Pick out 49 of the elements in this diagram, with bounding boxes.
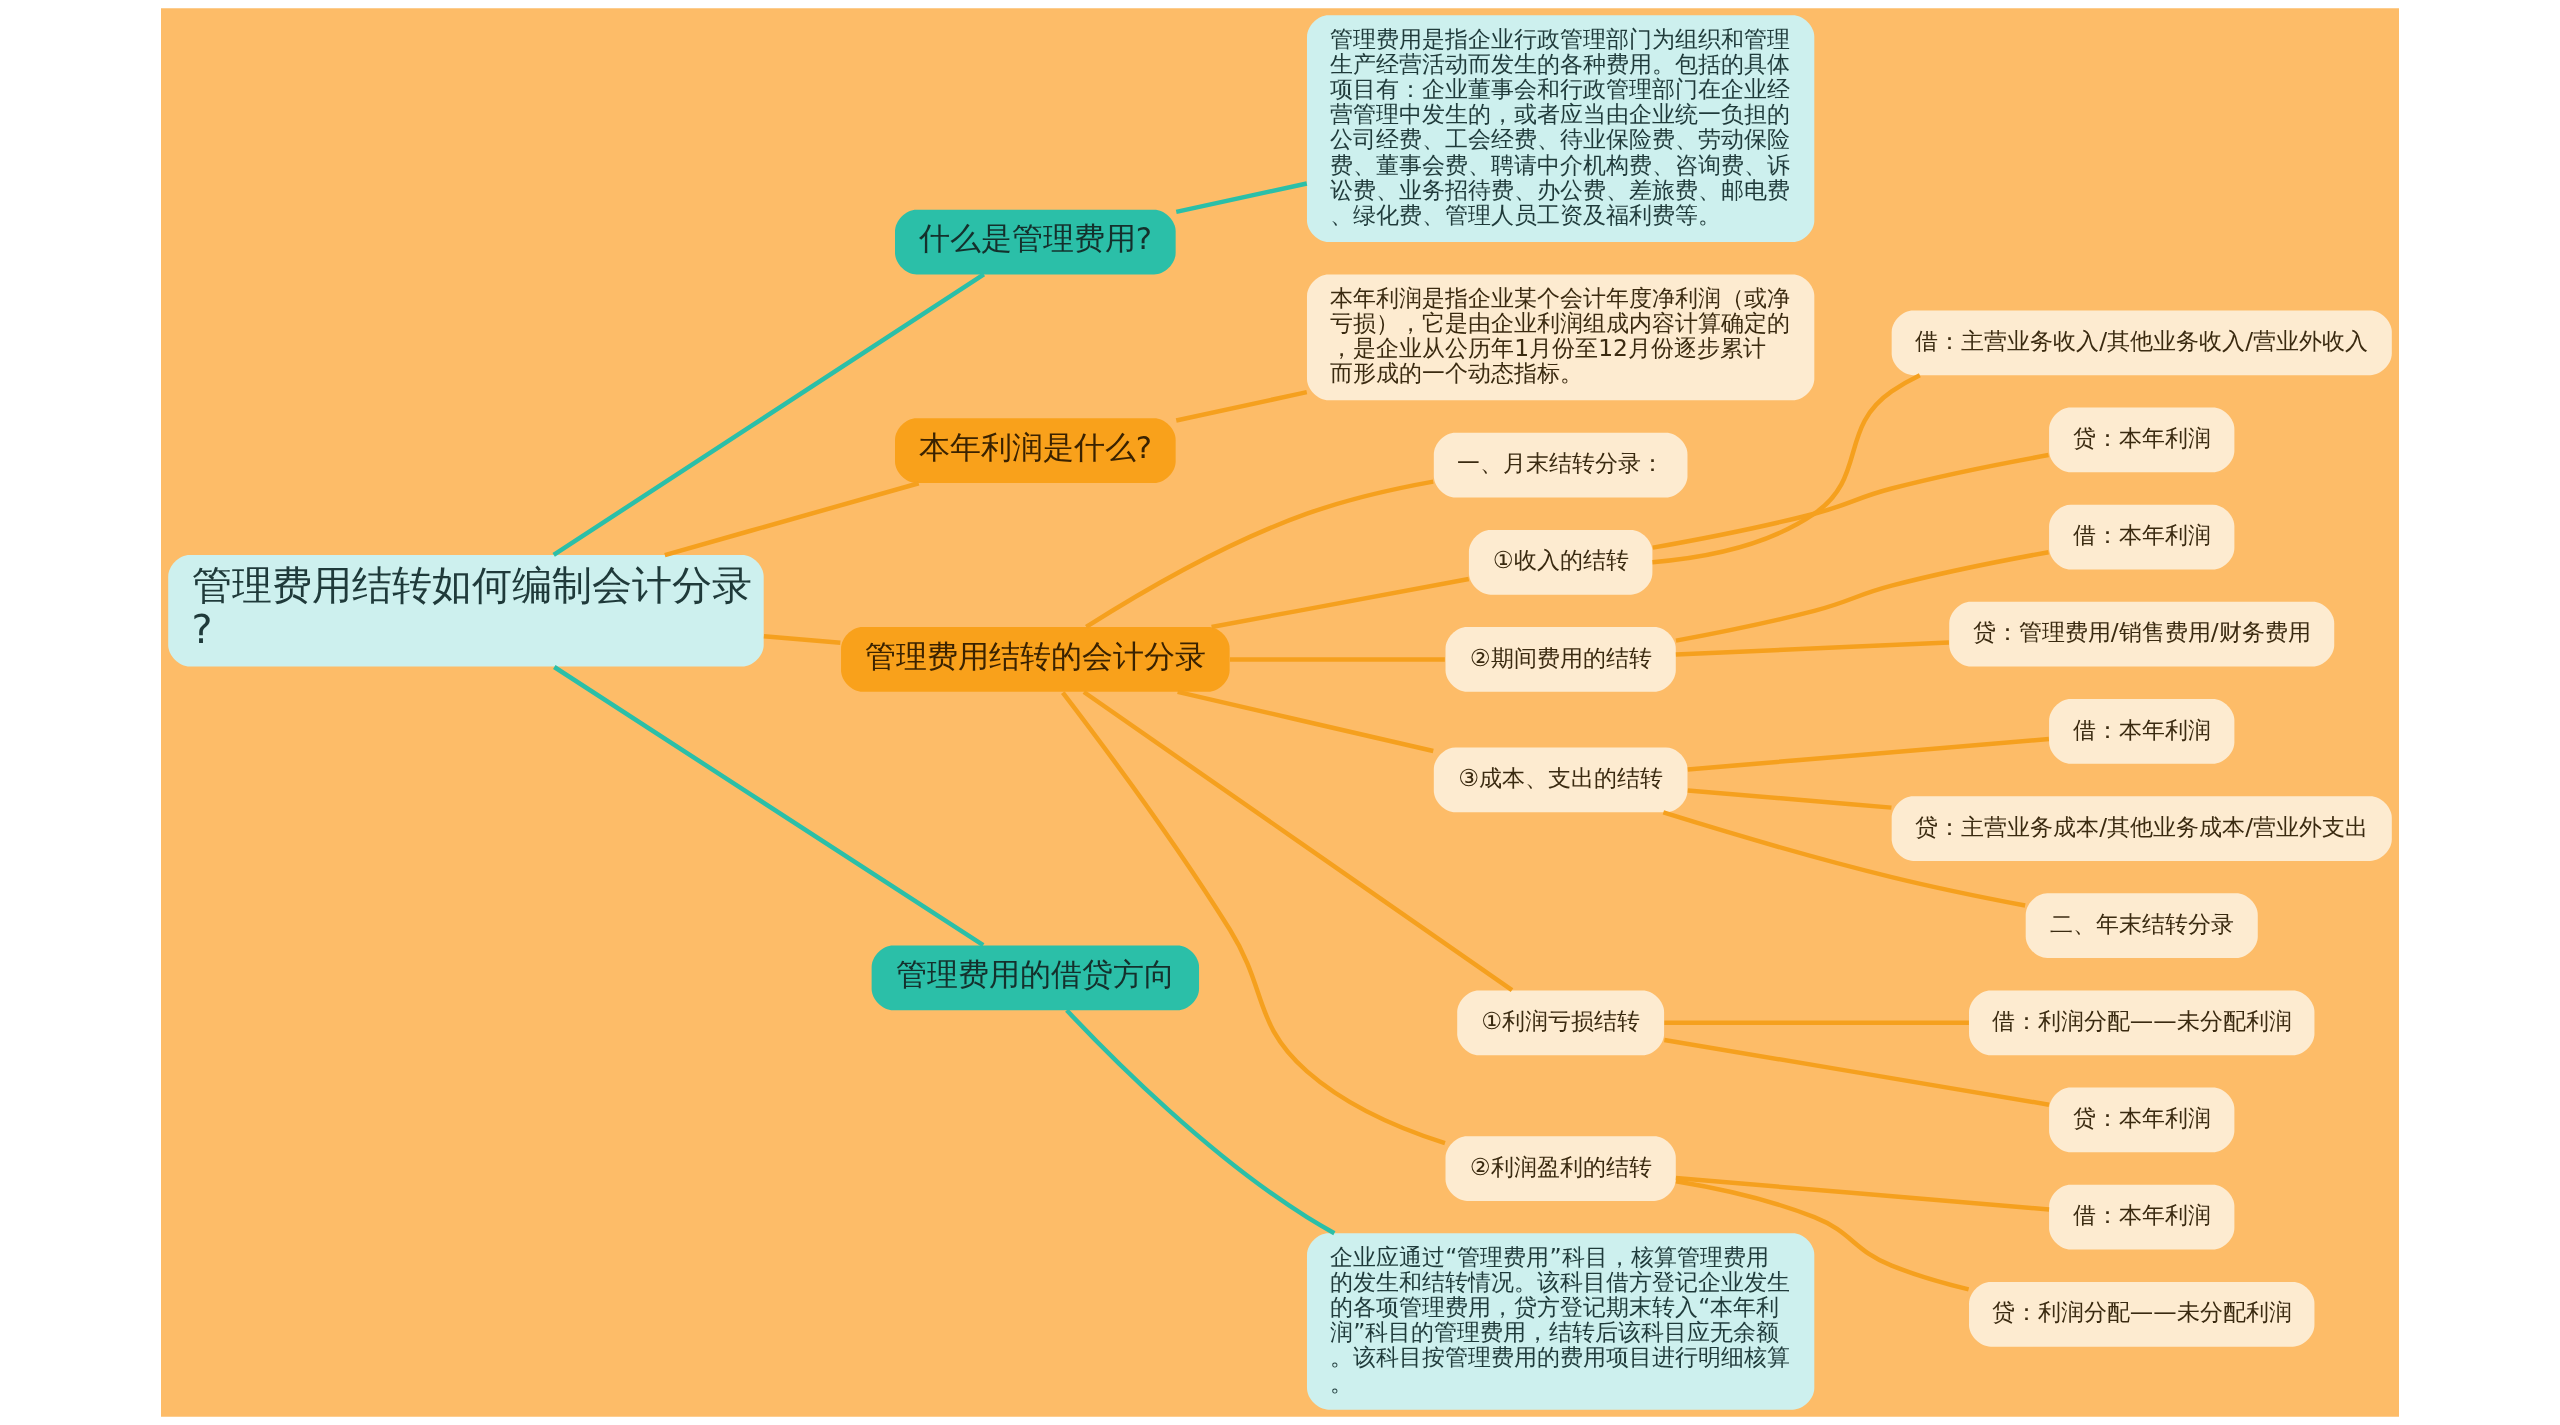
connector — [1177, 689, 1434, 754]
connector — [1652, 452, 2049, 550]
connector — [1652, 373, 1921, 565]
connector — [1664, 1020, 1969, 1026]
connector — [1675, 640, 1949, 657]
node-box: 管理费用是指企业行政管理部门为组织和管理生产经营活动而发生的各种费用。包括的具体项目有：企业董事会和行政管理部门在企业经营管理中发生的，或者应当由企业统一负担的公司经费、工会经费、待业保险费、劳动保险费、董事会费、聘请中介机构费、咨询费、诉讼费、业务招待费、办公费、差旅费、邮电费、绿化费、管理人员工资及福利费等。 — [1307, 15, 1815, 243]
connector — [664, 481, 920, 558]
connector — [553, 665, 985, 948]
node-box: ①收入的结转 — [1468, 529, 1653, 595]
connector — [1675, 550, 2049, 643]
node-box: 借：本年利润 — [2049, 699, 2235, 764]
node-box: ①利润亏损结转 — [1457, 990, 1665, 1056]
connector — [1085, 479, 1434, 629]
connector — [1229, 657, 1445, 662]
node-box: 借：本年利润 — [2049, 504, 2235, 570]
node-box: 什么是管理费用? — [895, 209, 1176, 275]
node-box: 一、月末结转分录： — [1433, 432, 1688, 498]
node-box: ②利润盈利的结转 — [1445, 1136, 1676, 1201]
connector — [1175, 181, 1308, 215]
connector — [1211, 576, 1470, 630]
connector — [1065, 1008, 1336, 1236]
connector — [1082, 690, 1514, 993]
node-box: 管理费用的借贷方向 — [871, 945, 1200, 1011]
node-box: 借：利润分配——未分配利润 — [1969, 990, 2315, 1056]
connector — [1675, 1179, 1970, 1292]
connector — [1687, 788, 1892, 810]
node-box: 管理费用结转如何编制会计分录? — [168, 555, 764, 667]
connector — [1662, 810, 2026, 908]
node-box: 借：本年利润 — [2049, 1184, 2235, 1250]
node-box: 贷：本年利润 — [2049, 1087, 2235, 1153]
node-box: 企业应通过“管理费用”科目，核算管理费用的发生和结转情况。该科目借方登记企业发生的各项管理费用，贷方登记期末转入“本年利润”科目的管理费用，结转后该科目应无余额。该科目按管理费用的费用项目进行明细核算。 — [1307, 1233, 1815, 1410]
node-box: 借：主营业务收入/其他业务收入/营业外收入 — [1891, 310, 2392, 376]
connector — [763, 634, 841, 646]
connector — [552, 272, 986, 557]
connector — [1664, 1037, 2050, 1107]
node-box: 本年利润是什么? — [895, 418, 1176, 484]
node-box: 管理费用结转的会计分录 — [841, 627, 1230, 692]
node-box: 贷：管理费用/销售费用/财务费用 — [1949, 601, 2335, 667]
connector — [1687, 736, 2050, 772]
connector — [1675, 1175, 2050, 1212]
node-box: ③成本、支出的结转 — [1433, 747, 1688, 813]
connector — [1061, 691, 1446, 1146]
node-box: 二、年末结转分录 — [2025, 893, 2258, 959]
node-box: 贷：利润分配——未分配利润 — [1969, 1281, 2315, 1347]
node-box: ②期间费用的结转 — [1445, 627, 1676, 692]
node-box: 贷：本年利润 — [2049, 407, 2235, 473]
node-box: 贷：主营业务成本/其他业务成本/营业外支出 — [1891, 796, 2392, 861]
connector — [1175, 389, 1308, 423]
node-box: 本年利润是指企业某个会计年度净利润（或净亏损），它是由企业利润组成内容计算确定的，是企业从公历年1月份至12月份逐步累计而形成的一个动态指标。 — [1307, 274, 1815, 401]
